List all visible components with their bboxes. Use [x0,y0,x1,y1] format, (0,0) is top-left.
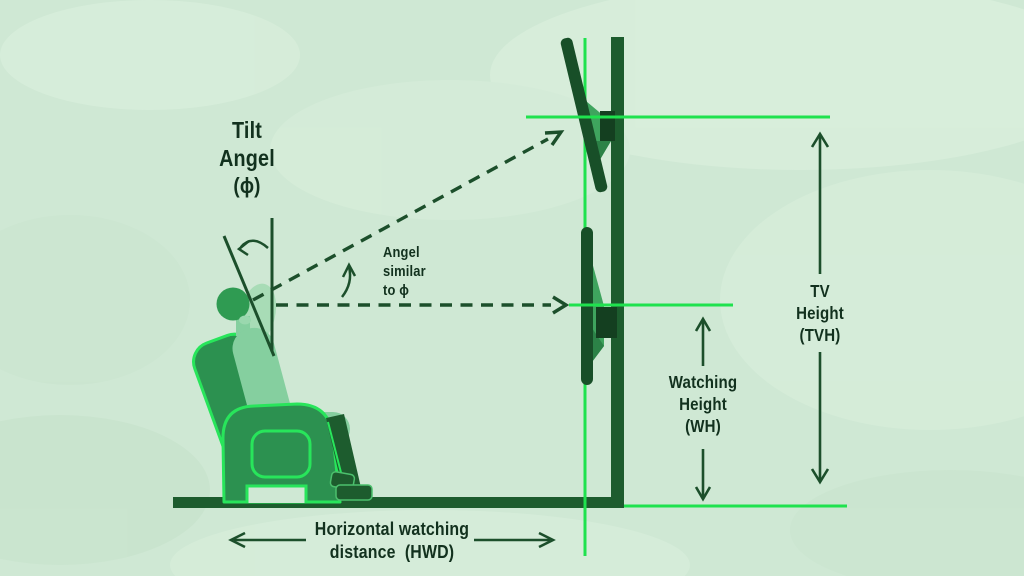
sight-line-horizontal-arrowhead [552,295,570,315]
person-head [216,287,250,321]
viewer [192,283,373,504]
person-chin [239,315,251,325]
hwd-label: Horizontal watching distance (HWD) [314,518,470,562]
measurements [228,131,830,549]
chair-base-panel [250,429,312,479]
angle-similar-label: Angel similar to ϕ [383,244,426,299]
wall [611,37,624,508]
tv-straight-mount [596,307,617,338]
sight-lines [252,130,570,315]
sight-line-tilted-arrowhead [544,130,565,146]
person-foot-2 [335,484,373,501]
similar-angle-arrow [341,266,352,298]
tv-height-label: TV Height (TVH) [796,281,844,345]
tilt-angle-label: Tilt Angel [219,117,275,171]
tv-tilted-panel [560,37,608,193]
tilt-construction [222,218,276,357]
watching-height-label: Watching Height (WH) [668,372,738,436]
hwd-arrow [228,531,556,549]
tilt-angle-arrowhead [236,240,250,257]
sight-line-tilted [252,137,549,302]
watching-height-arrow [694,316,712,502]
floor [173,497,624,508]
tv-height-arrow [810,131,830,485]
chair-leg-arch [245,484,308,503]
tilted-guide-line [222,235,276,357]
tilt-angle-symbol: (ϕ) [233,173,261,198]
similar-angle-arrowhead [341,262,357,278]
